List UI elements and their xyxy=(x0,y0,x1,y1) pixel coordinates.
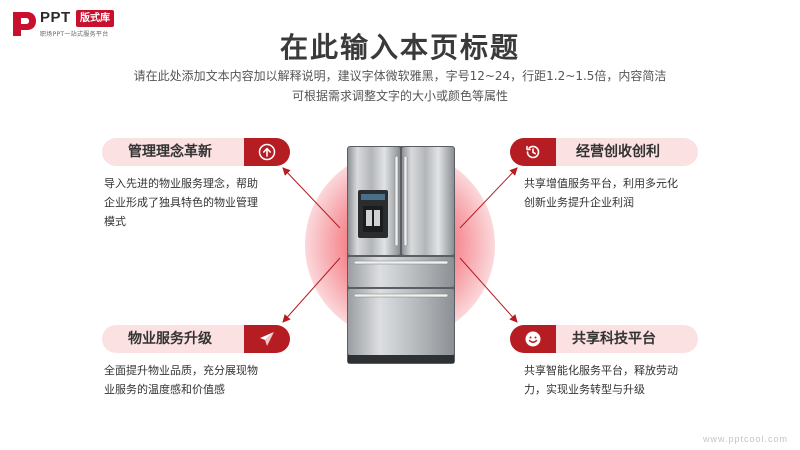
feature-card-tech: 共享科技平台 xyxy=(510,325,698,353)
desc-line: 导入先进的物业服务理念，帮助 xyxy=(104,177,258,190)
subtitle-line-2: 可根据需求调整文字的大小或颜色等属性 xyxy=(291,89,508,103)
feature-card-service: 物业服务升级 xyxy=(102,325,290,353)
desc-line: 企业形成了独具特色的物业管理 xyxy=(104,196,258,209)
logo-brand-text: PPT xyxy=(40,9,71,26)
paper-plane-icon xyxy=(244,325,290,353)
feature-card-revenue: 经营创收创利 xyxy=(510,138,698,166)
watermark: www.pptcool.com xyxy=(702,434,788,444)
ppt-logo-icon xyxy=(13,12,36,36)
feature-title: 经营创收创利 xyxy=(576,144,660,160)
history-icon xyxy=(510,138,556,166)
desc-line: 共享增值服务平台，利用多元化 xyxy=(524,177,678,190)
desc-line: 模式 xyxy=(104,215,126,228)
arrow-up-circle-icon xyxy=(244,138,290,166)
feature-desc-management: 导入先进的物业服务理念，帮助 企业形成了独具特色的物业管理 模式 xyxy=(104,174,304,231)
feature-title: 物业服务升级 xyxy=(128,331,212,347)
subtitle-line-1: 请在此处添加文本内容加以解释说明，建议字体微软雅黑，字号12~24，行距1.2~… xyxy=(133,69,667,83)
desc-line: 业服务的温度感和价值感 xyxy=(104,383,225,396)
desc-line: 力，实现业务转型与升级 xyxy=(524,383,645,396)
feature-desc-revenue: 共享增值服务平台，利用多元化 创新业务提升企业利润 xyxy=(524,174,724,212)
feature-card-management: 管理理念革新 xyxy=(102,138,290,166)
feature-desc-service: 全面提升物业品质，充分展现物 业服务的温度感和价值感 xyxy=(104,361,304,399)
refrigerator-image xyxy=(347,146,455,364)
feature-desc-tech: 共享智能化服务平台，释放劳动 力，实现业务转型与升级 xyxy=(524,361,724,399)
desc-line: 全面提升物业品质，充分展现物 xyxy=(104,364,258,377)
logo-badge: 版式库 xyxy=(76,10,114,27)
page-subtitle: 请在此处添加文本内容加以解释说明，建议字体微软雅黑，字号12~24，行距1.2~… xyxy=(100,66,700,106)
brand-logo: PPT 版式库 职场PPT一站式服务平台 xyxy=(10,8,150,40)
logo-tagline: 职场PPT一站式服务平台 xyxy=(40,31,109,38)
page-title: 在此输入本页标题 xyxy=(279,31,520,64)
desc-line: 共享智能化服务平台，释放劳动 xyxy=(524,364,678,377)
desc-line: 创新业务提升企业利润 xyxy=(524,196,634,209)
feature-title: 共享科技平台 xyxy=(572,331,656,347)
feature-title: 管理理念革新 xyxy=(128,144,212,160)
smile-icon xyxy=(510,325,556,353)
